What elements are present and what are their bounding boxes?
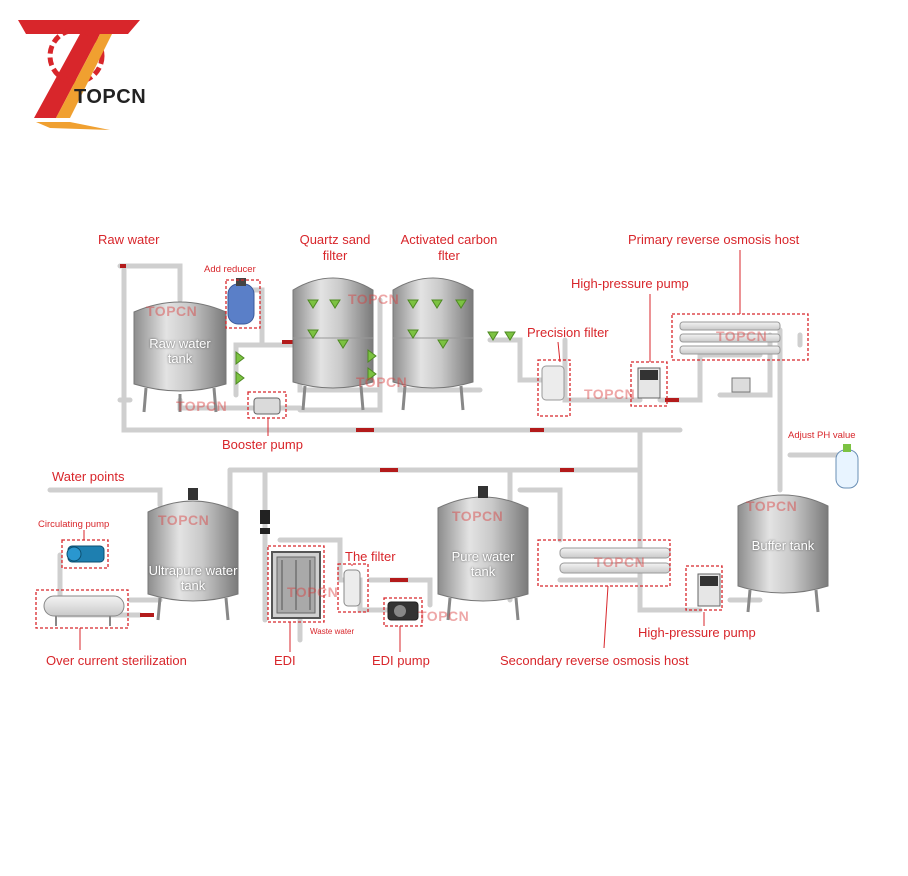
label-waste-water: Waste water [310, 627, 355, 636]
reducer-bottle [227, 278, 255, 325]
ultrapure-water-tank [147, 488, 239, 621]
high-pressure-pump-bottom [697, 573, 721, 607]
label-quartz-line2: filter [322, 248, 348, 263]
brand-name: TOPCN [74, 86, 147, 108]
watermark: TOPCN [418, 608, 470, 624]
watermark: TOPCN [176, 398, 228, 414]
label-circulating-pump: Circulating pump [38, 519, 110, 530]
leader-lines [79, 250, 741, 652]
tank-raw-line2: tank [167, 351, 193, 366]
watermark: TOPCN [356, 374, 408, 390]
watermark: TOPCN [146, 303, 198, 319]
small-pump-top [731, 377, 751, 393]
tank-label-ultrapure: Ultrapure water tank [140, 563, 246, 593]
label-booster-pump: Booster pump [222, 437, 303, 452]
raw-water-tank [133, 301, 227, 413]
edi-unit [271, 551, 321, 619]
valve-icons [235, 299, 516, 385]
watermark: TOPCN [287, 584, 339, 600]
watermark: TOPCN [594, 554, 646, 570]
circulating-pump [66, 545, 105, 563]
label-edi-pump: EDI pump [372, 653, 430, 668]
label-carbon-line2: flter [438, 248, 460, 263]
tank-ultrapure-line2: tank [180, 578, 206, 593]
precision-filter [541, 365, 565, 401]
booster-pump [253, 397, 281, 415]
label-precision-filter: Precision filter [527, 325, 609, 340]
pipe-markers [120, 264, 679, 617]
tank-label-buffer: Buffer tank [751, 538, 815, 553]
label-primary-ro-host: Primary reverse osmosis host [628, 232, 800, 247]
watermark: TOPCN [158, 512, 210, 528]
tank-raw-line1: Raw water [149, 336, 211, 351]
watermark: TOPCN [584, 386, 636, 402]
edi-pump [387, 601, 419, 621]
secondary-ro-membranes [559, 547, 671, 574]
label-carbon-line1: Activated carbon [400, 232, 498, 247]
tank-ultrapure-line1: Ultrapure water [148, 563, 238, 578]
watermark: TOPCN [348, 291, 400, 307]
high-pressure-pump-top [637, 367, 661, 399]
pipe-network [47, 263, 843, 643]
watermark: TOPCN [746, 498, 798, 514]
label-high-pressure-pump-top: High-pressure pump [571, 276, 689, 291]
pure-water-tank [437, 486, 529, 621]
topcn-logo [18, 20, 140, 130]
label-water-points: Water points [52, 469, 125, 484]
label-the-filter: The filter [345, 549, 396, 564]
watermark: TOPCN [452, 508, 504, 524]
label-over-current-sterilization: Over current sterilization [46, 653, 187, 668]
tank-pure-line1: Pure water [451, 549, 515, 564]
tank-label-raw-water: Raw water tank [134, 336, 226, 366]
label-high-pressure-pump-bottom: High-pressure pump [638, 625, 756, 640]
the-filter-unit [343, 569, 361, 607]
label-activated-carbon: Activated carbon flter [390, 232, 508, 264]
primary-ro-membranes [679, 321, 781, 355]
watermark: TOPCN [716, 328, 768, 344]
label-raw-water: Raw water [98, 232, 160, 247]
tank-pure-line2: tank [470, 564, 496, 579]
edi-valves [260, 510, 270, 534]
buffer-tank [737, 494, 829, 613]
label-quartz-sand-filter: Quartz sand filter [290, 232, 380, 264]
ph-bottle [835, 444, 859, 489]
tank-label-pure-water: Pure water tank [438, 549, 528, 579]
label-quartz-line1: Quartz sand [299, 232, 371, 247]
label-secondary-ro-host: Secondary reverse osmosis host [500, 653, 689, 668]
sterilization-unit [43, 595, 125, 626]
label-add-reducer: Add reducer [204, 264, 256, 275]
label-edi: EDI [274, 653, 296, 668]
label-adjust-ph: Adjust PH value [788, 430, 856, 441]
